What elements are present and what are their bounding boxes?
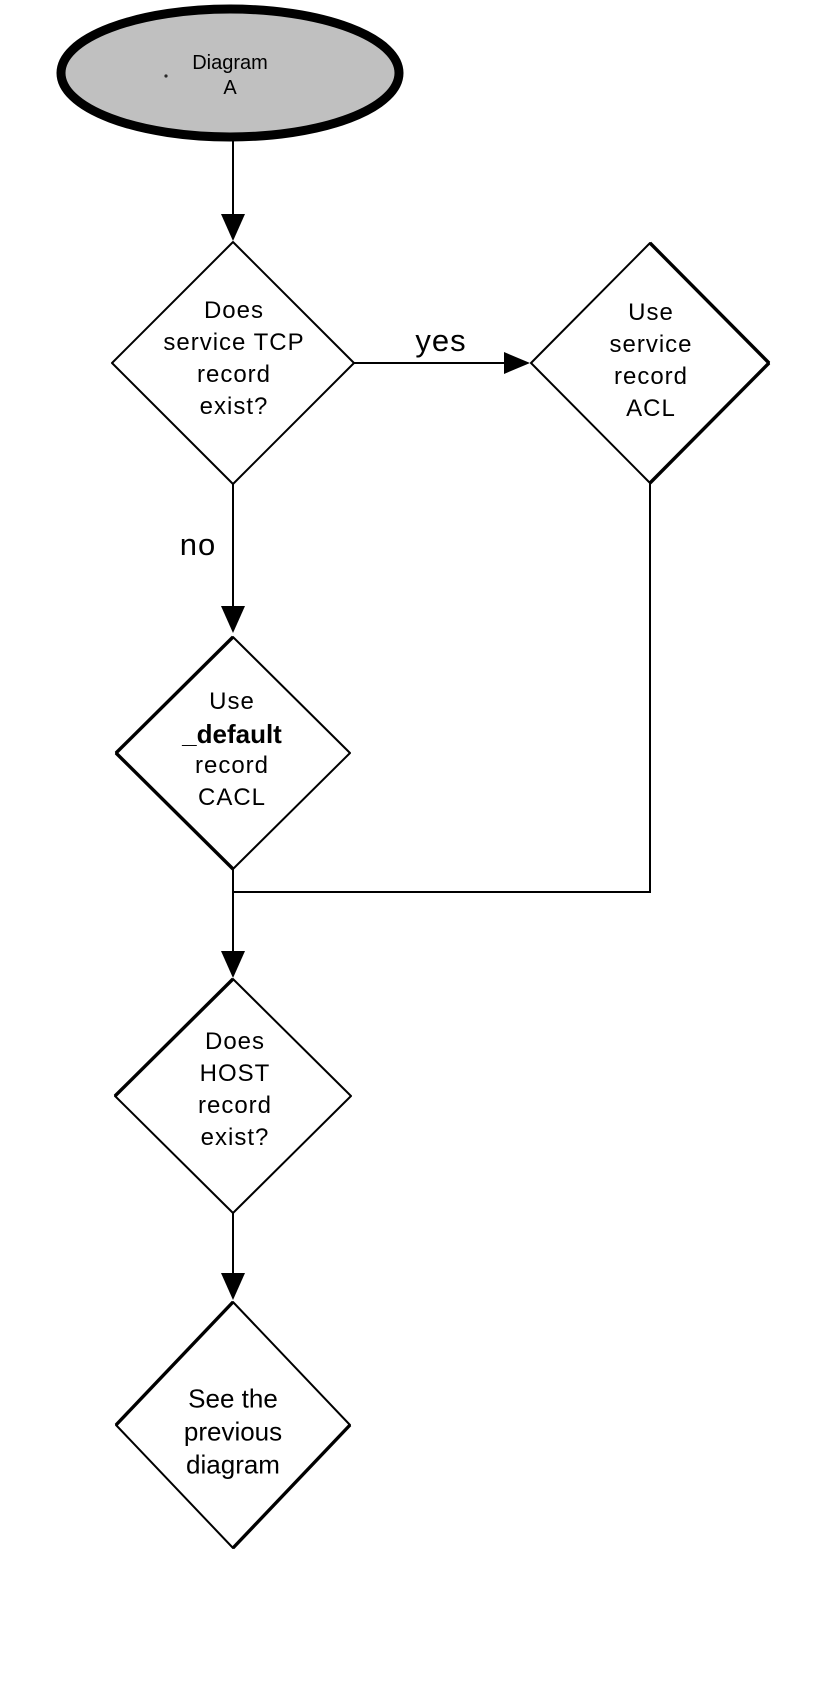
label-line: Use <box>628 299 674 326</box>
label-line: HOST <box>199 1060 271 1087</box>
diamond-default-cacl-heavy-edge-top-left <box>114 635 235 755</box>
diamond-host-record-heavy-edge-top-left <box>113 977 235 1098</box>
label-line-default-keyword: _default <box>182 719 282 749</box>
label-line: Does <box>204 1028 266 1055</box>
start-label-line: Diagram <box>192 52 268 74</box>
arrowhead-host-to-see-previous <box>221 1273 245 1300</box>
label-line: service <box>609 331 693 358</box>
arrowhead-start-to-service-tcp <box>221 214 245 241</box>
label-line: diagram <box>186 1449 280 1480</box>
diamond-service-acl-heavy-edge-top-right <box>648 241 771 365</box>
start-label-line: A <box>223 77 237 99</box>
edge-label-no: no <box>179 527 217 562</box>
label-line: previous <box>183 1416 283 1447</box>
label-line: ACL <box>626 395 676 422</box>
text-artifact-dot <box>164 74 168 78</box>
host-record-decision-label: Does HOST record exist? <box>198 1026 272 1154</box>
label-line: record <box>613 363 689 390</box>
label-line: CACL <box>197 784 267 811</box>
label-line: See the <box>188 1383 278 1414</box>
service-tcp-decision-label: Does service TCP record exist? <box>163 295 304 423</box>
start-node-label: Diagram A <box>192 51 268 101</box>
label-line: service TCP <box>163 329 305 356</box>
default-cacl-node-label: Use _default record CACL <box>182 686 282 814</box>
diamond-see-previous-heavy-edge-bottom-right <box>231 1423 352 1550</box>
diamond-service-acl-heavy-edge-bottom-right <box>648 361 771 485</box>
label-line: record <box>194 752 270 779</box>
arrowhead-yes <box>504 352 530 374</box>
see-previous-node-label: See the previous diagram <box>184 1383 282 1482</box>
edge-label-yes: yes <box>415 323 467 358</box>
arrowhead-no <box>221 606 245 633</box>
connector-service-acl-to-junction <box>233 483 651 893</box>
diamond-default-cacl-heavy-edge-bottom-left <box>114 751 235 871</box>
label-line: record <box>196 361 272 388</box>
label-line: exist? <box>199 393 269 420</box>
label-line: record <box>197 1092 273 1119</box>
label-line: Use <box>209 688 255 715</box>
diamond-see-previous-heavy-edge-top-left <box>114 1300 235 1427</box>
service-acl-node-label: Use service record ACL <box>609 297 692 425</box>
start-ellipse <box>56 4 404 142</box>
label-line: Does <box>203 297 265 324</box>
arrowhead-junction-to-host <box>221 951 245 978</box>
label-line: exist? <box>200 1124 270 1151</box>
